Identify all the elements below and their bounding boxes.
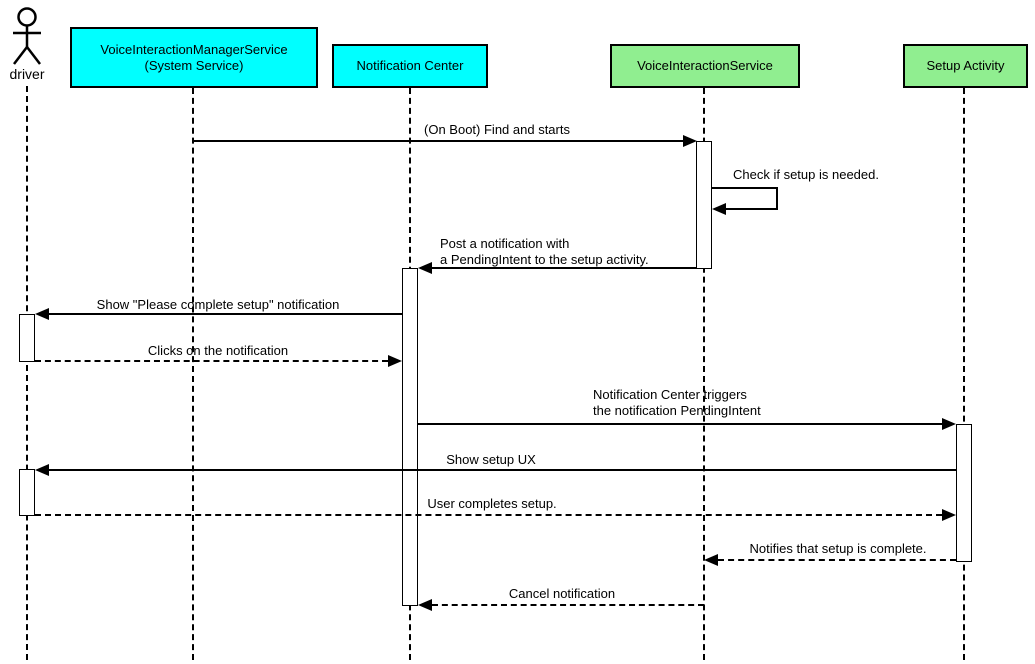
arrowhead-right-icon — [942, 418, 956, 430]
message-label-find-and-starts: (On Boot) Find and starts — [424, 122, 570, 137]
arrowhead-left-icon — [35, 308, 49, 320]
arrowhead-right-icon — [683, 135, 697, 147]
message-line-user-completes-setup — [35, 514, 942, 516]
self-message-vertical-line — [776, 187, 778, 210]
message-label-check-setup: Check if setup is needed. — [733, 167, 879, 182]
actor-label-driver: driver — [9, 66, 45, 82]
stick-figure-icon — [13, 7, 41, 65]
message-label-line1: Post a notification with — [440, 236, 570, 251]
message-line-cancel-notification — [432, 604, 704, 606]
message-label-notifies-setup-complete: Notifies that setup is complete. — [749, 541, 927, 556]
lifeline-setup-activity — [963, 88, 965, 660]
message-line-notifies-setup-complete — [718, 559, 956, 561]
message-label-line1: Notification Center triggers — [593, 387, 747, 402]
lifeline-driver — [26, 86, 28, 660]
message-line-clicks-notification — [35, 360, 388, 362]
message-line-triggers-pendingintent — [418, 423, 942, 425]
participant-box-voice-interaction-service: VoiceInteractionService — [610, 44, 800, 88]
participant-label: Setup Activity — [926, 58, 1005, 73]
activation-notification-center — [402, 268, 418, 606]
message-line-post-notification — [432, 267, 697, 269]
arrowhead-right-icon — [942, 509, 956, 521]
arrowhead-left-icon — [418, 262, 432, 274]
message-label-user-completes-setup: User completes setup. — [427, 496, 557, 511]
self-message-return-line — [726, 208, 778, 210]
activation-driver-1 — [19, 314, 35, 362]
message-label-clicks-notification: Clicks on the notification — [147, 343, 289, 358]
message-label-post-notification: Post a notification with a PendingIntent… — [440, 236, 649, 268]
actor-figure-driver — [7, 6, 47, 66]
message-label-line2: a PendingIntent to the setup activity. — [440, 252, 649, 267]
participant-box-setup-activity: Setup Activity — [903, 44, 1028, 88]
arrowhead-left-icon — [35, 464, 49, 476]
message-label-show-setup-ux: Show setup UX — [446, 452, 536, 467]
lifeline-voice-interaction-service — [703, 88, 705, 660]
message-label-triggers-pendingintent: Notification Center triggers the notific… — [593, 387, 761, 419]
message-label-show-setup-notification: Show "Please complete setup" notificatio… — [96, 297, 340, 312]
arrowhead-left-icon — [418, 599, 432, 611]
message-line-find-and-starts — [193, 140, 684, 142]
activation-voice-interaction-service — [696, 141, 712, 269]
participant-box-notification-center: Notification Center — [332, 44, 488, 88]
participant-label: Notification Center — [356, 58, 464, 73]
message-line-show-setup-notification — [49, 313, 402, 315]
participant-label-line1: VoiceInteractionManagerService — [100, 41, 288, 57]
activation-driver-2 — [19, 469, 35, 516]
lifeline-voice-interaction-manager-service — [192, 88, 194, 660]
arrowhead-left-icon — [704, 554, 718, 566]
participant-label: VoiceInteractionService — [637, 58, 773, 73]
participant-box-voice-interaction-manager-service: VoiceInteractionManagerService (System S… — [70, 27, 318, 88]
message-line-show-setup-ux — [49, 469, 956, 471]
participant-label-line2: (System Service) — [144, 57, 244, 73]
self-message-out-line — [712, 187, 778, 189]
arrowhead-left-icon — [712, 203, 726, 215]
arrowhead-right-icon — [388, 355, 402, 367]
message-label-line2: the notification PendingIntent — [593, 403, 761, 418]
message-label-cancel-notification: Cancel notification — [508, 586, 616, 601]
activation-setup-activity — [956, 424, 972, 562]
